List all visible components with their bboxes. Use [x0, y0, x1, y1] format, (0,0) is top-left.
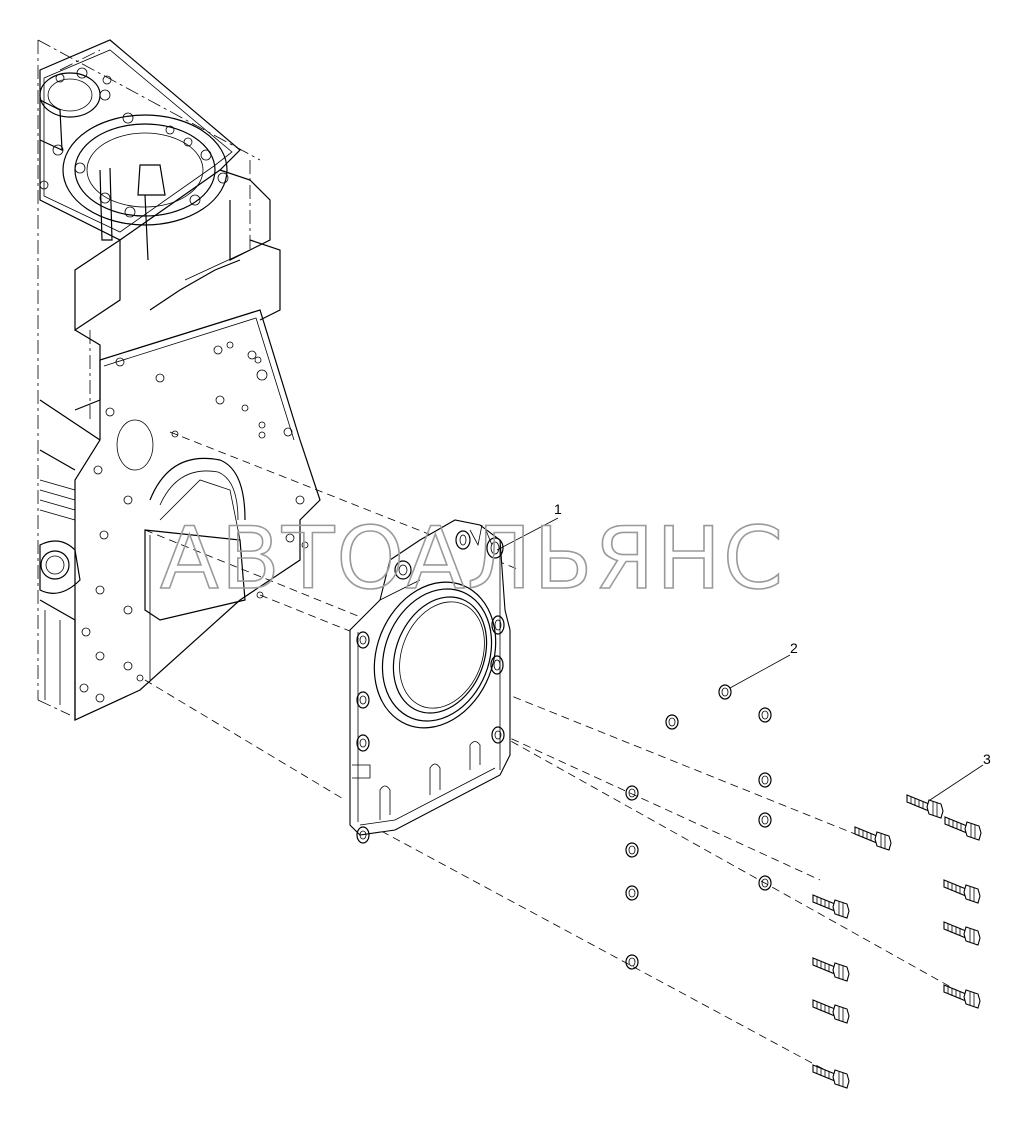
callout-3: 3 [929, 751, 991, 801]
watermark-text: АВТОАЛЬЯНС [160, 509, 785, 609]
callout-2: 2 [729, 640, 798, 689]
bolts [812, 794, 982, 1089]
callout-1: 1 [496, 501, 562, 551]
engine-block [37, 39, 321, 721]
callout-1-label: 1 [554, 501, 562, 517]
rear-seal-plate [349, 519, 511, 844]
callout-2-label: 2 [790, 640, 798, 656]
washers [625, 684, 772, 970]
callout-3-label: 3 [983, 751, 991, 767]
